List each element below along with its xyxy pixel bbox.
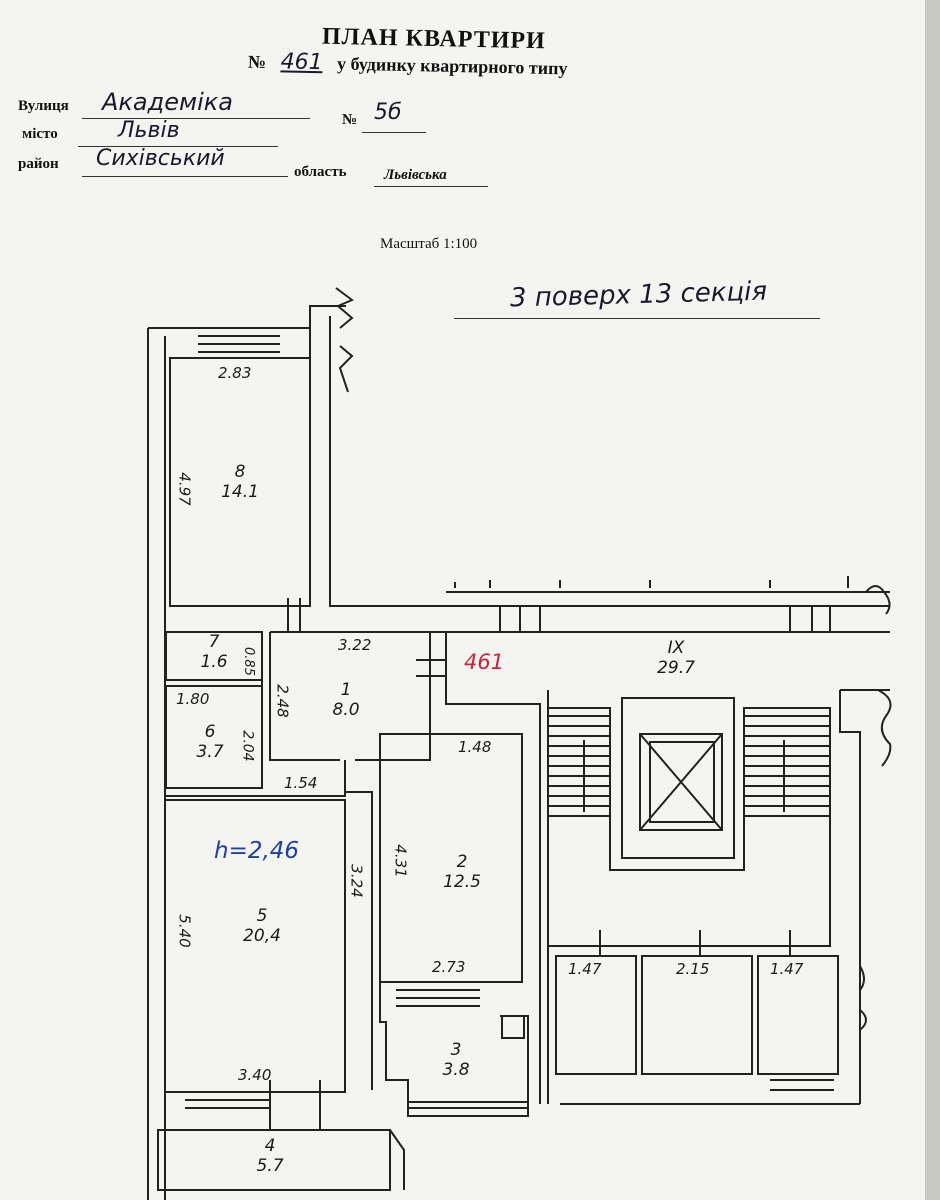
dimension: 5.40 [175,914,194,948]
district-underline [82,176,288,177]
house-number-value: 5б [374,100,402,125]
dimension: 1.48 [458,738,492,756]
house-number-label: № [342,112,358,128]
street-underline [82,118,310,119]
floor-note-underline [454,318,820,319]
dimension: 1.47 [770,960,804,978]
room-1-outline [270,631,431,761]
district-value: Сихівський [96,146,225,171]
dimension: 0.85 [240,647,256,676]
dimension: 1.54 [284,774,318,792]
house-number-underline [362,132,426,133]
dimension: 3.22 [338,636,372,654]
elevator-shaft [639,733,723,831]
region-underline [374,186,488,187]
city-underline [78,146,278,147]
scale-label: Масштаб 1:100 [380,236,478,252]
apartment-mark: 461 [464,650,505,674]
dimension: 2.15 [676,960,710,978]
room-2-outline [379,733,523,983]
district-label: район [18,156,59,172]
wall-north [148,305,346,329]
dimension: 2.48 [273,684,292,718]
room-8-outline [169,357,311,607]
dimension: 4.97 [175,472,194,506]
city-value: Львів [118,118,180,143]
dimension: 1.80 [176,690,210,708]
dimension: 3.40 [238,1066,272,1084]
street-label: Вулиця [18,98,69,114]
dimension: 1.47 [568,960,602,978]
region-label: область [294,164,347,180]
page-edge [925,0,940,1200]
city-label: місто [22,126,58,142]
room-3-outline [379,982,529,1117]
street-value: Академіка [102,88,233,116]
ceiling-height: h=2,46 [214,838,300,864]
region-value: Львівська [384,167,447,183]
dimension: 2.83 [218,364,252,382]
dimension: 2.04 [239,730,256,762]
dimension: 2.73 [432,958,466,976]
room-4-outline [157,1129,391,1191]
dimension: 4.31 [391,844,410,878]
dimension: 3.24 [347,864,366,898]
